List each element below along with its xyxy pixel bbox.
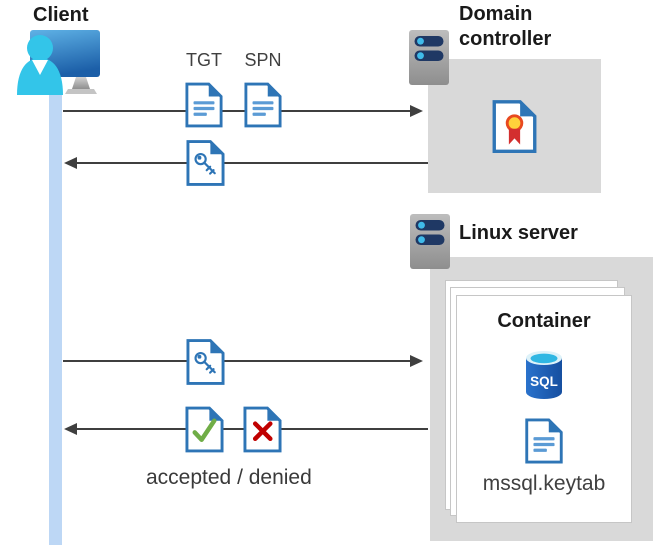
document-icon bbox=[525, 418, 563, 464]
container-title: Container bbox=[497, 310, 591, 332]
client-lifeline bbox=[49, 90, 62, 545]
arrowhead-left-icon bbox=[64, 423, 77, 435]
person-head bbox=[27, 35, 53, 61]
server-icon bbox=[410, 214, 450, 269]
accepted-denied-label: accepted / denied bbox=[146, 466, 312, 489]
certificate-document-icon bbox=[492, 99, 537, 153]
person-collar bbox=[32, 60, 48, 75]
tgt-label: TGT bbox=[186, 50, 222, 70]
monitor-base bbox=[65, 89, 97, 94]
sql-badge-text: SQL bbox=[530, 374, 558, 389]
container-card: Container SQL mssql.keytab bbox=[456, 295, 632, 523]
sql-database-icon: SQL bbox=[526, 351, 562, 399]
linux-server-title: Linux server bbox=[459, 222, 578, 244]
server-icon bbox=[409, 30, 449, 85]
arrowhead-left-icon bbox=[64, 157, 77, 169]
tgt-document-icon bbox=[185, 82, 223, 128]
cross-document-icon bbox=[243, 406, 282, 453]
spn-document-icon bbox=[244, 82, 282, 128]
user-at-computer-icon bbox=[17, 30, 100, 95]
key-document-icon bbox=[186, 140, 225, 186]
spn-label: SPN bbox=[244, 50, 282, 70]
domain-controller-box bbox=[428, 59, 601, 193]
keytab-file-label: mssql.keytab bbox=[482, 472, 606, 495]
client-title: Client bbox=[33, 4, 89, 26]
key-document-icon bbox=[186, 339, 225, 385]
person-body bbox=[17, 58, 63, 95]
arrowhead-right-icon bbox=[410, 355, 423, 367]
check-document-icon bbox=[185, 406, 224, 453]
arrowhead-right-icon bbox=[410, 105, 423, 117]
domain-controller-title: Domain controller bbox=[459, 3, 552, 50]
monitor-stand bbox=[72, 77, 90, 89]
